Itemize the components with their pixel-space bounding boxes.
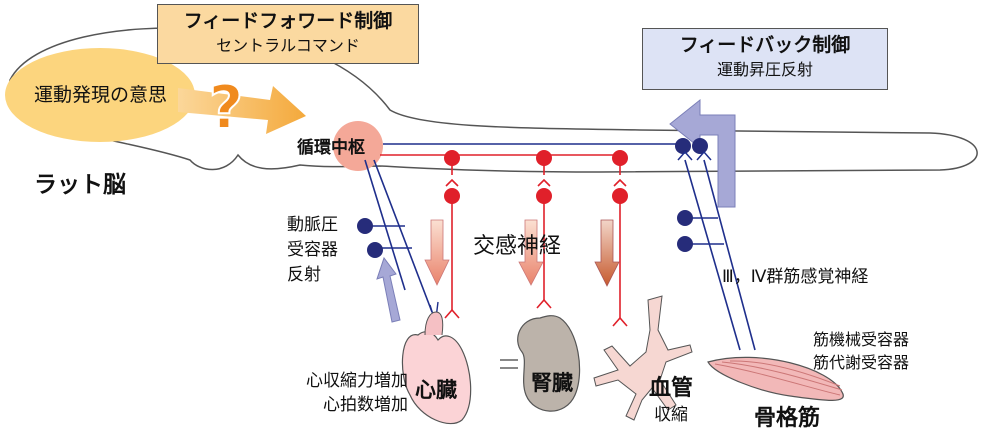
intent-label: 運動発現の意思 (34, 84, 168, 106)
baroreflex-line-1: 動脈圧 (287, 215, 338, 235)
vessel-effect-label: 収縮 (654, 405, 688, 425)
feedback-arrow (669, 98, 736, 208)
baroreflex-line-2: 受容器 (287, 240, 338, 260)
down-arrow-kidney (518, 219, 544, 286)
feedback-title: フィードバック制御 (679, 34, 851, 56)
feedforward-title: フィードフォワード制御 (183, 10, 393, 32)
muscle-receptors: 筋機械受容器 筋代謝受容器 (813, 328, 909, 374)
muscle-label: 骨格筋 (754, 406, 821, 431)
feedback-box: フィードバック制御 運動昇圧反射 (642, 28, 888, 90)
feedforward-box: フィードフォワード制御 セントラルコマンド (157, 4, 419, 64)
heart-effects: 心収縮力増加 心拍数増加 (288, 369, 408, 417)
baroreceptor-node-1 (357, 218, 373, 234)
kidney-label: 腎臓 (531, 371, 573, 395)
sympathetic-label: 交感神経 (473, 234, 562, 259)
muscle-illustration (707, 356, 844, 401)
baroreceptor-nerve-1 (364, 159, 406, 291)
muscle-afferent-neurons (675, 138, 756, 351)
baroreceptor-nerve-2 (373, 159, 433, 313)
intent-arrow (178, 86, 306, 134)
rat-brain-label: ラット脳 (34, 172, 126, 198)
sympathetic-neuron-3 (612, 150, 628, 327)
sympathetic-neuron-2 (536, 150, 552, 309)
intent-ellipse (5, 48, 195, 142)
circulatory-center-circle (333, 121, 383, 171)
muscle-receptor-1: 筋機械受容器 (813, 330, 910, 349)
muscle-receptor-2: 筋代謝受容器 (813, 353, 910, 372)
feedforward-subtitle: セントラルコマンド (216, 36, 360, 55)
kidney-illustration (500, 315, 581, 412)
heart-label: 心臓 (415, 378, 457, 402)
circulatory-center-label: 循環中枢 (297, 138, 365, 158)
question-mark: ? (209, 73, 244, 143)
heart-effect-2: 心拍数増加 (323, 395, 408, 415)
heart-illustration (401, 311, 472, 425)
vessel-illustration (593, 295, 693, 421)
vessel-label: 血管 (649, 376, 694, 401)
muscle-nerve-label: Ⅲ，Ⅳ群筋感覚神経 (722, 267, 869, 287)
sympathetic-neuron-1 (444, 150, 460, 319)
baroreflex-label: 動脈圧 受容器 反射 (287, 213, 338, 288)
baroreflex-up-arrow (376, 256, 401, 323)
heart-effect-1: 心収縮力増加 (306, 371, 408, 391)
feedback-subtitle: 運動昇圧反射 (716, 60, 813, 79)
down-arrow-vessel (594, 219, 620, 287)
baroreflex-line-3: 反射 (287, 265, 321, 285)
baroreceptor-node-2 (367, 242, 383, 258)
down-arrow-heart (424, 219, 450, 286)
